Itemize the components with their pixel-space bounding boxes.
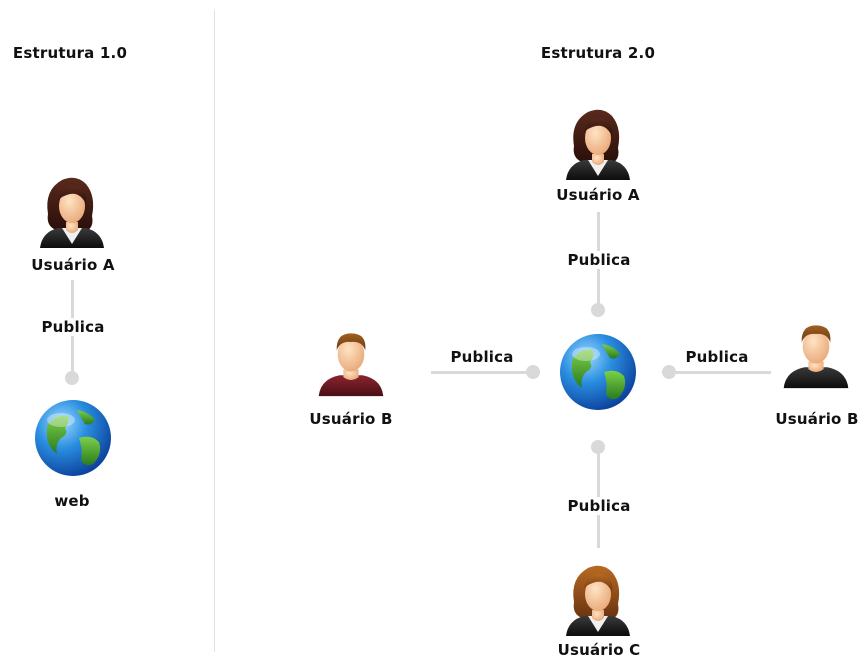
structure-1-title: Estrutura 1.0: [12, 44, 128, 62]
publica-label: Publica: [450, 348, 514, 366]
connector-line: [669, 371, 771, 374]
globe-icon: [558, 332, 638, 412]
connector-dot: [526, 365, 540, 379]
user-b-label: Usuário B: [309, 410, 393, 428]
publica-label: Publica: [563, 251, 635, 269]
structure-2-title: Estrutura 2.0: [540, 44, 656, 62]
publica-label: Publica: [685, 348, 749, 366]
user-b-label: Usuário B: [775, 410, 859, 428]
user-c-label: Usuário C: [557, 641, 641, 659]
man-user-icon: [313, 322, 389, 398]
section-divider: [214, 10, 215, 652]
woman-user-icon: [558, 102, 638, 182]
globe-icon: [33, 398, 113, 478]
man-user-icon: [778, 314, 854, 390]
publica-label: Publica: [563, 497, 635, 515]
woman-user-icon: [32, 170, 112, 250]
user-a-label: Usuário A: [31, 256, 115, 274]
publica-label: Publica: [37, 318, 109, 336]
connector-dot: [65, 371, 79, 385]
web-label: web: [54, 492, 90, 510]
connector-dot: [662, 365, 676, 379]
woman-user-icon: [558, 558, 638, 638]
connector-line: [431, 371, 533, 374]
connector-dot: [591, 303, 605, 317]
user-a-label: Usuário A: [556, 186, 640, 204]
